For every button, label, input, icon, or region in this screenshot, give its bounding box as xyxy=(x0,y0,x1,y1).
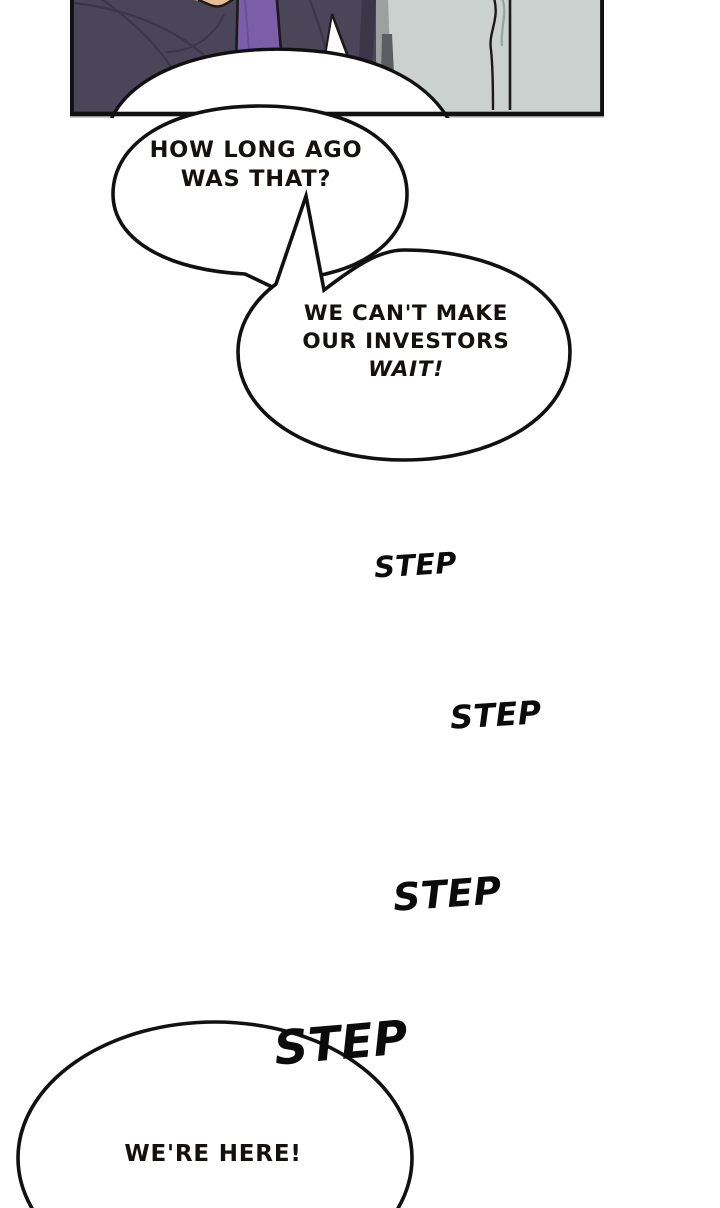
lapel-fold xyxy=(101,0,175,73)
panel-artwork xyxy=(70,0,604,118)
curtain-fold-soft xyxy=(500,0,506,47)
panel-border xyxy=(70,0,604,117)
sound-effect-step-3: STEP xyxy=(391,868,504,920)
speech-bubble-2 xyxy=(236,188,572,462)
speech-bubble-3 xyxy=(16,1020,414,1208)
curtain-fold-line xyxy=(489,0,497,111)
bubble1-top-overlap xyxy=(111,49,449,118)
bubble1-top-overlap-outline xyxy=(110,47,450,118)
comic-panel-top xyxy=(70,0,604,118)
sound-effect-step-4: STEP xyxy=(271,1010,411,1077)
shoulder-crease xyxy=(165,13,226,54)
speech-bubble-1-text: HOW LONG AGO WAS THAT? xyxy=(149,137,363,193)
speech-bubble-3-text: WE'RE HERE! xyxy=(124,1141,302,1167)
hand-outline xyxy=(194,0,235,8)
sound-effect-step-2: STEP xyxy=(448,693,543,737)
sound-effect-step-1: STEP xyxy=(373,545,458,585)
speech-bubble-2-shape xyxy=(236,188,572,462)
speech-bubble-3-shape xyxy=(16,1020,414,1208)
